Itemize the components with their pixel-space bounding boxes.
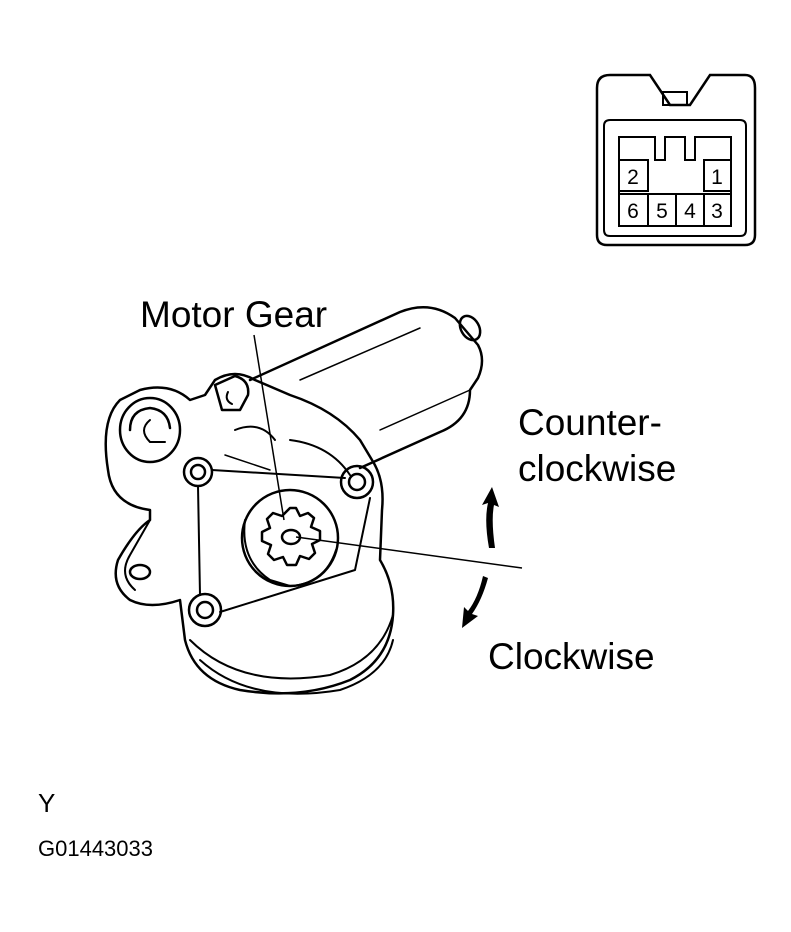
pin-label-5: 5	[656, 200, 668, 223]
motor-gear-label: Motor Gear	[140, 294, 328, 335]
figure-code-label: G01443033	[38, 836, 153, 861]
pin-label-2: 2	[627, 166, 639, 189]
rotation-arrows	[462, 487, 499, 628]
pin-label-1: 1	[711, 166, 723, 189]
clockwise-label: Clockwise	[488, 636, 655, 677]
motor-gear	[260, 506, 322, 567]
motor-assembly	[104, 305, 484, 695]
counter-clockwise-label-line2: clockwise	[518, 448, 677, 489]
pin-label-4: 4	[684, 200, 696, 223]
view-letter-label: Y	[38, 788, 56, 818]
counter-clockwise-arrow-icon	[482, 487, 499, 548]
connector-diagram	[595, 73, 757, 247]
counter-clockwise-label-line1: Counter-	[518, 402, 662, 443]
pin-label-3: 3	[711, 200, 723, 223]
connector-pin-labels: 2 1 6 5 4 3	[627, 166, 723, 223]
pin-label-6: 6	[627, 200, 639, 223]
clockwise-arrow-icon	[462, 576, 488, 628]
leader-lines	[253, 334, 523, 569]
